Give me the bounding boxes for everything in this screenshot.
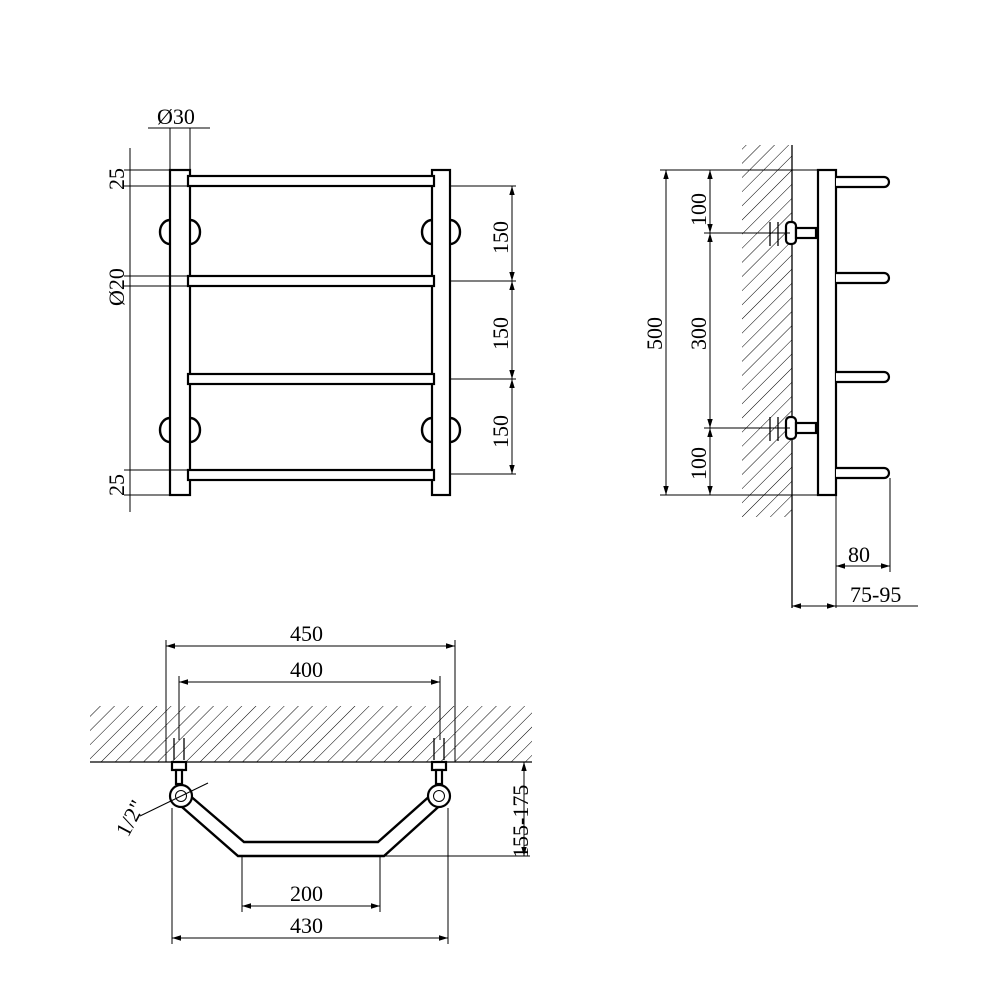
dim-depth: 80 <box>848 542 870 567</box>
dim-bar-diameter: Ø20 <box>104 268 129 306</box>
dim-bottom-margin: 25 <box>104 474 129 496</box>
dim-mount-bottom: 100 <box>686 447 711 480</box>
front-bracket-top-left <box>158 218 202 246</box>
side-rail-4 <box>836 466 891 480</box>
side-post <box>816 168 838 497</box>
side-rail-2 <box>836 271 891 285</box>
dim-height-total: 500 <box>642 317 667 350</box>
dim-post-diameter: Ø30 <box>157 104 195 129</box>
dim-mount-top: 100 <box>686 193 711 226</box>
rail-1 <box>186 174 436 188</box>
left-post <box>168 168 192 497</box>
top-view: 450 400 1/2" 155-175 200 430 <box>90 621 533 944</box>
top-wall-hatch <box>90 706 532 762</box>
top-post-right <box>426 783 452 809</box>
rail-4 <box>186 468 436 482</box>
top-rail-outline-inner <box>187 793 433 844</box>
dim-wall-offset: 75-95 <box>850 582 901 607</box>
dim-spacing-1: 150 <box>488 221 513 254</box>
dim-outer-width: 430 <box>290 913 323 938</box>
dim-spacing-3: 150 <box>488 415 513 448</box>
dim-inner-width: 200 <box>290 881 323 906</box>
front-bracket-bottom-right <box>420 416 462 444</box>
side-rail-3 <box>836 370 891 384</box>
front-bracket-bottom-left <box>158 416 202 444</box>
front-bracket-top-right <box>420 218 462 246</box>
side-view: 500 100 300 100 80 75-95 <box>642 145 918 609</box>
top-anchor-left <box>170 738 188 786</box>
dim-mount-spacing: 300 <box>686 317 711 350</box>
dim-projection: 155-175 <box>508 785 533 858</box>
rail-2 <box>186 274 436 288</box>
side-wall-hatch <box>742 145 792 517</box>
dim-width-total: 450 <box>290 621 323 646</box>
rail-3 <box>186 372 436 386</box>
front-view: Ø30 25 Ø20 25 150 150 150 <box>104 104 516 512</box>
dim-top-margin: 25 <box>104 168 129 190</box>
dim-connection: 1/2" <box>110 796 149 840</box>
side-rail-1 <box>836 175 891 189</box>
dim-centers: 400 <box>290 657 323 682</box>
dim-spacing-2: 150 <box>488 317 513 350</box>
top-rail-outline-outer <box>173 799 447 858</box>
right-post <box>430 168 452 497</box>
side-bracket-top <box>769 220 818 246</box>
